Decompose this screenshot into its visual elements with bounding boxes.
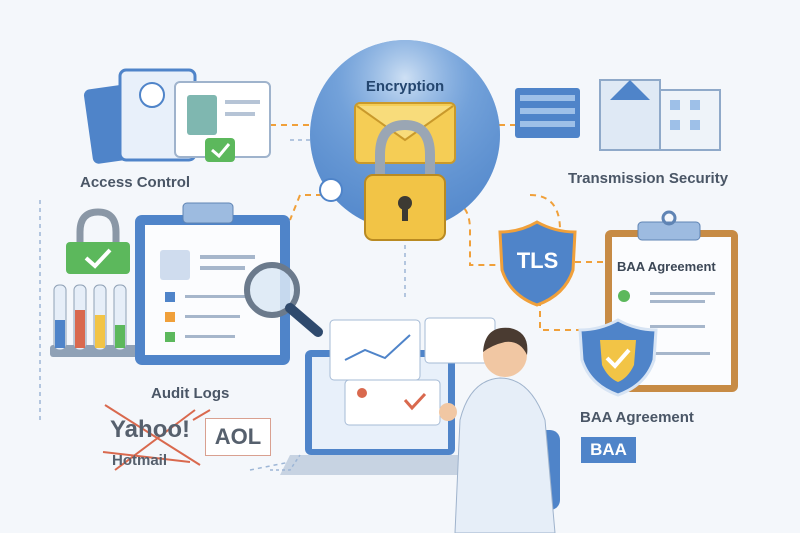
baa-badge: BAA [581, 437, 636, 463]
yahoo-logo-text: Yahoo! [110, 416, 191, 443]
audit-clipboard [135, 202, 290, 365]
laptop-scene [280, 317, 560, 533]
shield-check-icon [578, 318, 658, 397]
aol-logo-text: AOL [214, 424, 262, 449]
transmission-security-label: Transmission Security [568, 170, 729, 187]
green-lock-icon [66, 208, 130, 274]
datacenter-buildings [515, 79, 721, 151]
magnifier-icon [244, 262, 323, 337]
tls-shield-icon [498, 220, 577, 307]
access-control-label: Access Control [80, 174, 191, 191]
encryption-title: Encryption [365, 78, 445, 95]
aol-logo-box: AOL [205, 418, 271, 456]
baa-doc-title: BAA Agreement [617, 259, 716, 274]
envelope-icon [354, 102, 456, 164]
padlock-icon [364, 119, 446, 241]
tls-shield-text: TLS [516, 248, 559, 273]
audit-logs-label: Audit Logs [151, 385, 230, 402]
test-tubes-icon [50, 284, 138, 357]
baa-agreement-label: BAA Agreement [580, 409, 694, 426]
small-lock-icon [319, 178, 343, 202]
hotmail-logo-text: Hotmail [112, 452, 168, 469]
access-control-cards [83, 68, 271, 164]
crossed-out-marks [102, 404, 211, 471]
